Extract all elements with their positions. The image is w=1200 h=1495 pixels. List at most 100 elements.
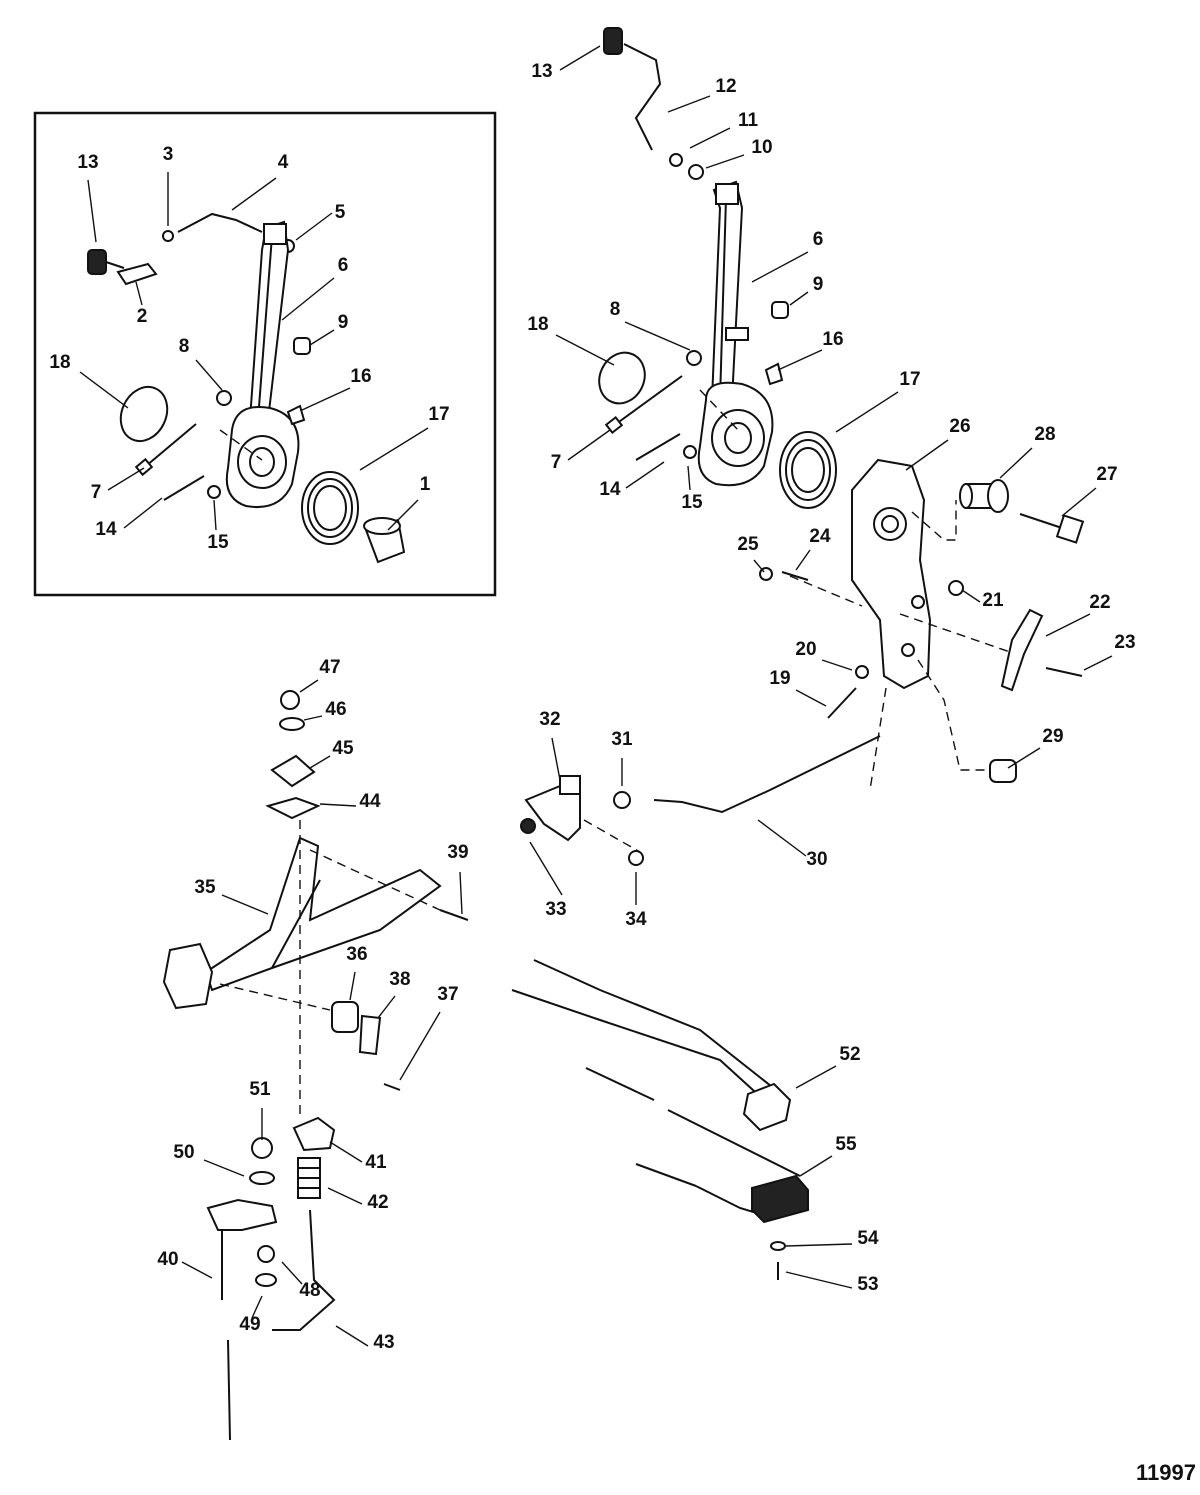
part-49-washer (255, 1273, 277, 1287)
leader-line-c36 (349, 971, 356, 1001)
wire-b (511, 989, 765, 1101)
part-20-nut (855, 665, 869, 679)
part-8-washer-b (686, 350, 702, 366)
callout-c20: 20 (795, 639, 816, 660)
part-17-spring (301, 471, 359, 545)
callout-c5: 5 (335, 202, 346, 223)
part-13-inset-knob (87, 249, 125, 275)
callout-c26: 26 (949, 416, 970, 437)
leader-line-c47 (299, 679, 319, 693)
part-28-bushing (959, 479, 1009, 513)
callout-c25: 25 (737, 534, 759, 555)
leader-line-c9b (789, 291, 809, 306)
leader-line-c7a (107, 467, 145, 491)
callout-c49: 49 (239, 1314, 260, 1335)
leader-line-c55 (799, 1155, 833, 1177)
part-50-washer (249, 1171, 275, 1185)
part-37-screw (383, 1083, 401, 1091)
part-45-bracket (270, 754, 316, 788)
wire-f (695, 1185, 761, 1215)
leader-line-c32 (551, 737, 561, 781)
callout-c41: 41 (365, 1152, 387, 1173)
callout-c28: 28 (1034, 424, 1055, 445)
part-17-spring-b (779, 431, 837, 509)
callout-c9a: 9 (338, 312, 349, 333)
leader-line-c29 (1007, 747, 1041, 769)
callout-c4: 4 (278, 152, 289, 173)
leader-line-c39 (459, 871, 463, 915)
callout-c6a: 6 (338, 255, 349, 276)
leader-line-c33 (529, 841, 563, 896)
part-55-module (751, 1174, 809, 1224)
leader-line-c5 (295, 212, 333, 241)
leader-line-c41 (329, 1141, 363, 1163)
callout-c43: 43 (373, 1332, 394, 1353)
callout-c39: 39 (447, 842, 468, 863)
part-7-screw-b (604, 375, 683, 435)
part-40-lever (206, 1198, 278, 1441)
leader-line-c20 (821, 659, 853, 671)
part-29-cap (989, 759, 1017, 783)
callout-c38: 38 (389, 969, 410, 990)
callout-c42: 42 (367, 1192, 388, 1213)
part-14-screw-b (635, 433, 681, 461)
part-24-spring (781, 571, 809, 581)
leader-line-c28 (999, 447, 1033, 479)
inset-frame (33, 111, 497, 597)
part-14-screw (163, 475, 205, 501)
leader-line-c7b (567, 429, 611, 461)
callout-c34: 34 (625, 909, 647, 930)
leader-line-c48 (281, 1261, 303, 1285)
part-48-bushing (257, 1245, 275, 1263)
part-10-nut (688, 164, 704, 180)
part-13-knob (603, 27, 623, 55)
callout-c53: 53 (857, 1274, 878, 1295)
callout-c8b: 8 (610, 299, 621, 320)
leader-line-c8b (624, 321, 691, 351)
inset-assembly (87, 212, 406, 564)
leader-line-c38 (377, 995, 396, 1019)
part-9-bushing (293, 337, 311, 355)
callout-c15a: 15 (207, 532, 229, 553)
part-27-bolt (1019, 513, 1085, 544)
part-47-nut (280, 690, 300, 710)
figure-number: 11997 (1136, 1460, 1196, 1485)
leader-line-c15a (213, 499, 217, 531)
callout-c9b: 9 (813, 274, 824, 295)
part-12-bent-rod (623, 43, 662, 151)
callout-c36: 36 (346, 944, 367, 965)
leader-line-c24 (795, 549, 811, 571)
callout-c47: 47 (319, 657, 340, 678)
callout-c17b: 17 (899, 369, 920, 390)
callout-c23: 23 (1114, 632, 1135, 653)
leader-line-c53 (785, 1271, 853, 1289)
leader-line-c45 (309, 755, 331, 769)
callout-c52: 52 (839, 1044, 860, 1065)
callout-c13a: 13 (77, 152, 98, 173)
part-36-block (331, 1001, 359, 1033)
lower-right-wiring (511, 959, 809, 1280)
callout-c6b: 6 (813, 229, 824, 250)
part-11-nut (669, 153, 683, 167)
callout-c27: 27 (1096, 464, 1117, 485)
leader-line-c8a (195, 359, 223, 391)
callout-c19: 19 (769, 668, 790, 689)
upper-right-assembly (520, 27, 1085, 866)
callout-c32: 32 (539, 709, 560, 730)
callout-c22: 22 (1089, 592, 1110, 613)
leader-line-c23 (1083, 655, 1113, 671)
wire-e (635, 1163, 697, 1187)
leader-line-c13b (559, 45, 601, 71)
part-16-plug-b (764, 362, 784, 386)
callout-c30: 30 (806, 849, 827, 870)
callout-c48: 48 (299, 1280, 320, 1301)
part-6-lever (710, 180, 749, 401)
callout-c40: 40 (157, 1249, 178, 1270)
part-43-link (272, 1209, 336, 1331)
callout-c31: 31 (611, 729, 633, 750)
callout-c11: 11 (738, 110, 759, 131)
part-18-disc-b (598, 351, 646, 405)
leader-line-c1 (387, 499, 419, 531)
callout-c10: 10 (751, 137, 772, 158)
